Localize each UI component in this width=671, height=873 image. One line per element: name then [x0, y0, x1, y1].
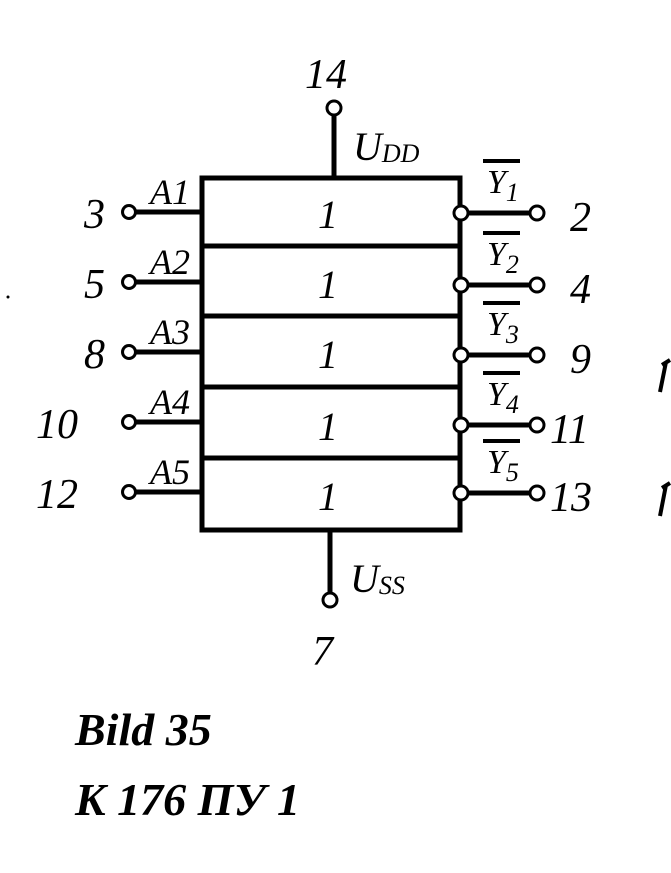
vss-pin: 7 USS: [312, 530, 405, 675]
gate-symbol: 1: [318, 332, 338, 377]
inversion-bubble: [452, 276, 470, 294]
input-terminal: [121, 274, 137, 290]
gate-row: 1 A5 12 Y5 13: [36, 439, 592, 521]
part-number: K 176 ПУ 1: [74, 774, 300, 825]
inversion-bubble: [452, 484, 470, 502]
input-terminal: [121, 204, 137, 220]
output-label: Y3: [487, 306, 519, 349]
inversion-bubble: [452, 204, 470, 222]
gate-row: 1 A2 5 Y2 4: [84, 231, 591, 313]
output-label: Y1: [487, 164, 519, 207]
input-terminal: [121, 344, 137, 360]
input-label: A4: [148, 382, 190, 422]
output-pin-number: 11: [550, 407, 589, 453]
output-pin-number: 2: [570, 195, 591, 241]
gate-row: 1 A3 8 Y3 9: [84, 301, 591, 383]
vss-terminal: [321, 591, 339, 609]
output-label: Y2: [487, 236, 519, 279]
cropped-edge-marks: [6, 295, 671, 517]
input-terminal: [121, 484, 137, 500]
input-pin-number: 12: [36, 472, 78, 518]
vss-pin-number: 7: [312, 629, 335, 675]
vss-label: USS: [350, 556, 405, 601]
gate-dividers: [202, 243, 460, 461]
inversion-bubble: [452, 346, 470, 364]
output-terminal: [528, 276, 546, 294]
input-pin-number: 10: [36, 402, 78, 448]
output-terminal: [528, 204, 546, 222]
gate-row: 1 A4 10 Y4 11: [36, 371, 589, 453]
vdd-terminal: [325, 99, 343, 117]
output-pin-number: 9: [570, 337, 591, 383]
input-label: A2: [148, 242, 190, 282]
input-label: A3: [148, 312, 190, 352]
input-label: A1: [148, 172, 190, 212]
output-terminal: [528, 346, 546, 364]
gate-symbol: 1: [318, 404, 338, 449]
figure-caption: Bild 35: [74, 704, 212, 755]
input-terminal: [121, 414, 137, 430]
input-pin-number: 8: [84, 332, 105, 378]
vdd-pin-number: 14: [305, 52, 347, 98]
output-terminal: [528, 484, 546, 502]
output-terminal: [528, 416, 546, 434]
gate-row: 1 A1 3 Y1 2: [83, 159, 591, 241]
gate-symbol: 1: [318, 192, 338, 237]
output-pin-number: 13: [550, 475, 592, 521]
inversion-bubble: [452, 416, 470, 434]
output-pin-number: 4: [570, 267, 591, 313]
input-label: A5: [148, 452, 190, 492]
gate-symbol: 1: [318, 474, 338, 519]
input-pin-number: 3: [83, 192, 105, 238]
gate-symbol: 1: [318, 262, 338, 307]
vdd-pin: 14 UDD: [305, 52, 420, 178]
input-pin-number: 5: [84, 262, 105, 308]
output-label: Y5: [487, 444, 519, 487]
output-label: Y4: [487, 376, 519, 419]
vdd-label: UDD: [353, 124, 420, 169]
